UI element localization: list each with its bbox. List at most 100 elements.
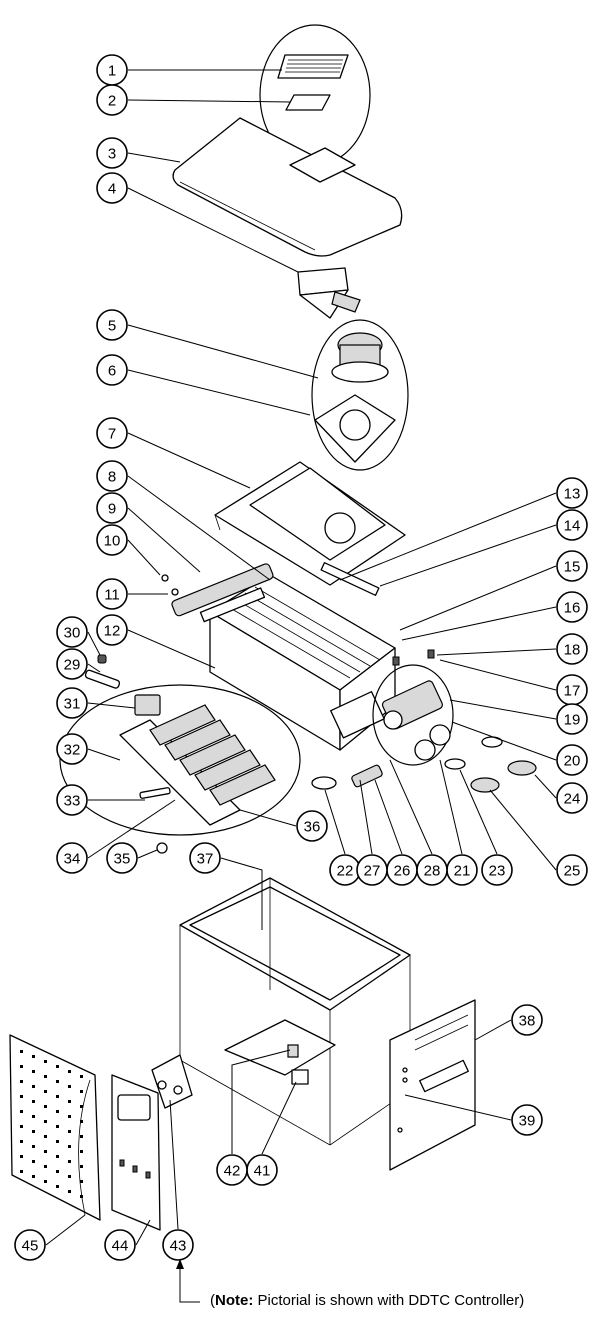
callout-circle: [56, 616, 88, 648]
bracket-part-43: [151, 1054, 193, 1109]
callout-4: 4: [96, 172, 128, 204]
callout-30: 30: [56, 616, 88, 648]
leader-line: [135, 1219, 151, 1246]
callout-number: 29: [64, 657, 81, 674]
leader-line: [389, 759, 433, 855]
callout-number: 18: [564, 642, 581, 659]
leader-line: [404, 1094, 512, 1121]
callout-3: 3: [96, 137, 128, 169]
callout-34: 34: [56, 842, 88, 874]
door-vent-hole: [20, 1095, 23, 1098]
leader-line: [374, 779, 403, 855]
leader-line: [401, 606, 557, 641]
callout-number: 4: [108, 181, 116, 198]
callout-circle: [56, 733, 88, 765]
door-vent-hole: [56, 1170, 59, 1173]
callout-15: 15: [556, 550, 588, 582]
leader-line: [127, 507, 201, 573]
callout-circle: [96, 614, 128, 646]
front-door-part-45: [9, 1034, 101, 1221]
leader-line: [127, 539, 161, 576]
leader-line: [87, 663, 101, 673]
callout-1: 1: [96, 54, 128, 86]
door-vent-hole: [20, 1065, 23, 1068]
leader-line: [459, 769, 498, 855]
door-vent-hole: [68, 1160, 71, 1163]
door-vent-hole: [32, 1130, 35, 1133]
note-text: (Note: Pictorial is shown with DDTC Cont…: [210, 1292, 525, 1309]
door-vent-hole: [44, 1180, 47, 1183]
callout-circle: [356, 854, 388, 886]
leader-line: [324, 789, 346, 855]
door-vent-hole: [68, 1145, 71, 1148]
door-vent-hole: [80, 1135, 83, 1138]
flue-collector-part-7: [214, 461, 406, 586]
door-vent-hole: [80, 1075, 83, 1078]
flue-adapter-part-4: [297, 267, 361, 319]
callout-number: 20: [564, 753, 581, 770]
callout-24: 24: [556, 782, 588, 814]
callout-39: 39: [511, 1104, 543, 1136]
leader-line: [137, 849, 158, 859]
callout-number: 8: [108, 469, 116, 486]
callout-32: 32: [56, 733, 88, 765]
door-vent-hole: [80, 1165, 83, 1168]
leader-line: [474, 1019, 512, 1041]
callout-circle: [556, 703, 588, 735]
leader-line: [87, 799, 176, 859]
door-vent-hole: [56, 1185, 59, 1188]
burner-tray-group: [59, 654, 301, 854]
callout-number: 34: [64, 851, 81, 868]
callout-number: 45: [22, 1238, 39, 1255]
header-group: [372, 649, 454, 766]
door-vent-hole: [80, 1120, 83, 1123]
callout-13: 13: [556, 477, 588, 509]
leader-line: [87, 748, 121, 761]
callout-16: 16: [556, 591, 588, 623]
callout-number: 11: [104, 587, 120, 604]
callout-circle: [96, 354, 128, 386]
door-vent-hole: [80, 1090, 83, 1093]
door-vent-hole: [56, 1125, 59, 1128]
callout-number: 9: [108, 501, 116, 518]
callout-25: 25: [556, 854, 588, 886]
callout-number: 5: [108, 318, 116, 335]
leader-lines: [45, 69, 557, 1246]
callout-20: 20: [556, 744, 588, 776]
callout-number: 39: [519, 1113, 536, 1130]
callout-12: 12: [96, 614, 128, 646]
door-vent-hole: [20, 1125, 23, 1128]
callout-26: 26: [386, 854, 418, 886]
leader-line: [231, 1049, 291, 1154]
leader-line: [534, 774, 557, 799]
door-vent-hole: [80, 1150, 83, 1153]
callout-circle: [56, 784, 88, 816]
callout-number: 36: [304, 819, 321, 836]
vent-plate-part-6: [314, 394, 396, 463]
grill-part-1: [277, 54, 349, 79]
callout-21: 21: [446, 854, 478, 886]
callout-circle: [189, 842, 221, 874]
leader-line: [127, 629, 216, 669]
callout-circle: [511, 1004, 543, 1036]
callout-number: 6: [108, 363, 116, 380]
note-label: Note:: [215, 1292, 254, 1309]
callout-7: 7: [96, 417, 128, 449]
door-vent-hole: [32, 1160, 35, 1163]
door-vent-hole: [68, 1085, 71, 1088]
callout-38: 38: [511, 1004, 543, 1036]
callout-9: 9: [96, 492, 128, 524]
door-vent-hole: [56, 1110, 59, 1113]
callout-number: 10: [104, 533, 121, 550]
callout-number: 16: [564, 600, 581, 617]
door-vent-hole: [20, 1140, 23, 1143]
callout-number: 37: [197, 851, 214, 868]
leader-line: [489, 789, 557, 871]
controller-part-44: [111, 1074, 161, 1231]
callout-36: 36: [296, 810, 328, 842]
callout-22: 22: [329, 854, 361, 886]
leader-line: [220, 857, 263, 930]
callout-number: 33: [64, 793, 81, 810]
door-vent-hole: [32, 1070, 35, 1073]
